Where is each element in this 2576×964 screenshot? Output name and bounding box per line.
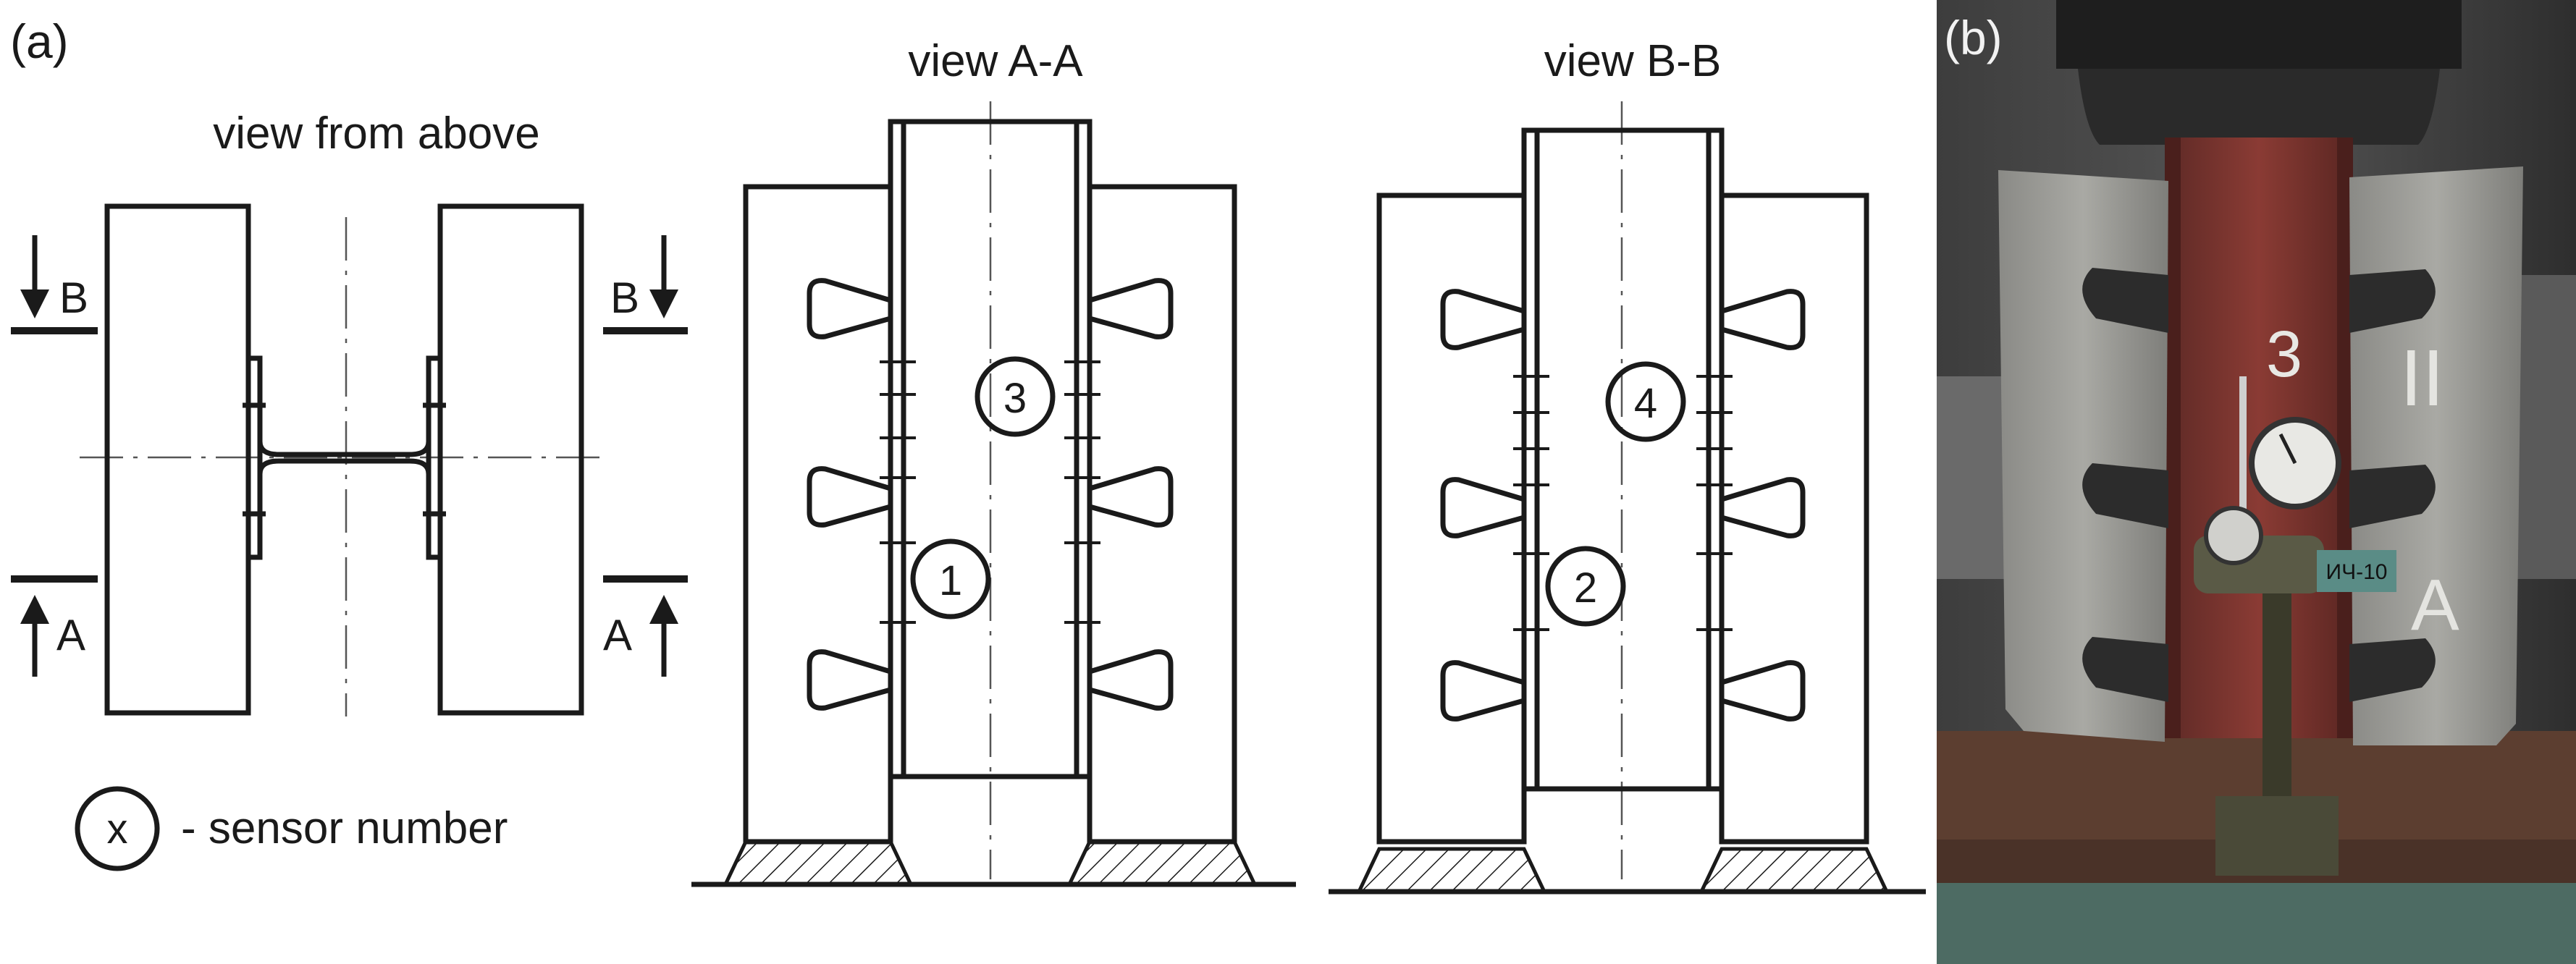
dial-gauge-stand: ИЧ-10 bbox=[2194, 376, 2396, 876]
view-from-above: view from above B B bbox=[11, 109, 688, 716]
section-mark-b-left: B bbox=[11, 235, 98, 334]
legend-symbol: x bbox=[107, 806, 128, 853]
profile-aa bbox=[888, 119, 1093, 779]
section-label-b-left: B bbox=[59, 274, 88, 322]
legend-text: - sensor number bbox=[181, 803, 508, 853]
press-head bbox=[2056, 0, 2462, 69]
concrete-block-photo-left bbox=[1998, 170, 2168, 742]
chalk-letter: A bbox=[2411, 565, 2459, 646]
section-label-a-left: A bbox=[56, 611, 85, 659]
sensor-4-label: 4 bbox=[1634, 380, 1657, 427]
profile-bb bbox=[1521, 127, 1725, 792]
concrete-block-photo-right bbox=[2349, 166, 2523, 745]
view-b-b: view B-B 4 2 bbox=[1329, 36, 1926, 895]
sensor-1-circle bbox=[910, 538, 991, 620]
panel-a-label: (a) bbox=[10, 14, 69, 68]
section-label-a-right: A bbox=[603, 611, 632, 659]
studs-aa bbox=[880, 360, 1100, 624]
sensor-legend: x - sensor number bbox=[75, 786, 508, 871]
sensor-4-circle bbox=[1605, 361, 1686, 442]
section-mark-a-right: A bbox=[603, 575, 688, 677]
concrete-block-left bbox=[104, 203, 251, 716]
sensor-1-label: 1 bbox=[939, 557, 962, 604]
studs-bb bbox=[1513, 375, 1733, 631]
chalk-number: 3 bbox=[2266, 318, 2302, 391]
view-a-a: view A-A 3 1 bbox=[691, 36, 1296, 887]
sensor-2-label: 2 bbox=[1574, 565, 1597, 612]
section-mark-a-left: A bbox=[11, 575, 98, 677]
photo-panel: 3 II A ИЧ-10 (b) bbox=[1937, 0, 2576, 964]
concrete-block-right bbox=[437, 203, 584, 716]
panel-b-label: (b) bbox=[1944, 11, 2003, 64]
ground-aa bbox=[691, 840, 1296, 887]
ground-bb bbox=[1329, 847, 1926, 895]
section-mark-b-right: B bbox=[603, 235, 688, 334]
section-label-b-right: B bbox=[610, 274, 639, 322]
cavities-bb bbox=[1440, 289, 1806, 722]
i-profile-top-view bbox=[243, 355, 446, 560]
view-bb-title: view B-B bbox=[1544, 36, 1722, 86]
dial-gauge-lower bbox=[2204, 506, 2263, 565]
chalk-roman: II bbox=[2400, 334, 2444, 423]
gauge-tag bbox=[2317, 550, 2396, 592]
cavities-aa bbox=[807, 278, 1174, 711]
sensor-3-label: 3 bbox=[1003, 375, 1027, 422]
view-aa-title: view A-A bbox=[908, 36, 1083, 86]
sensor-3-circle bbox=[975, 356, 1056, 437]
sensor-2-circle bbox=[1545, 546, 1626, 627]
legend-circle bbox=[75, 786, 160, 871]
view-above-title: view from above bbox=[213, 109, 539, 158]
gauge-label: ИЧ-10 bbox=[2326, 560, 2388, 584]
